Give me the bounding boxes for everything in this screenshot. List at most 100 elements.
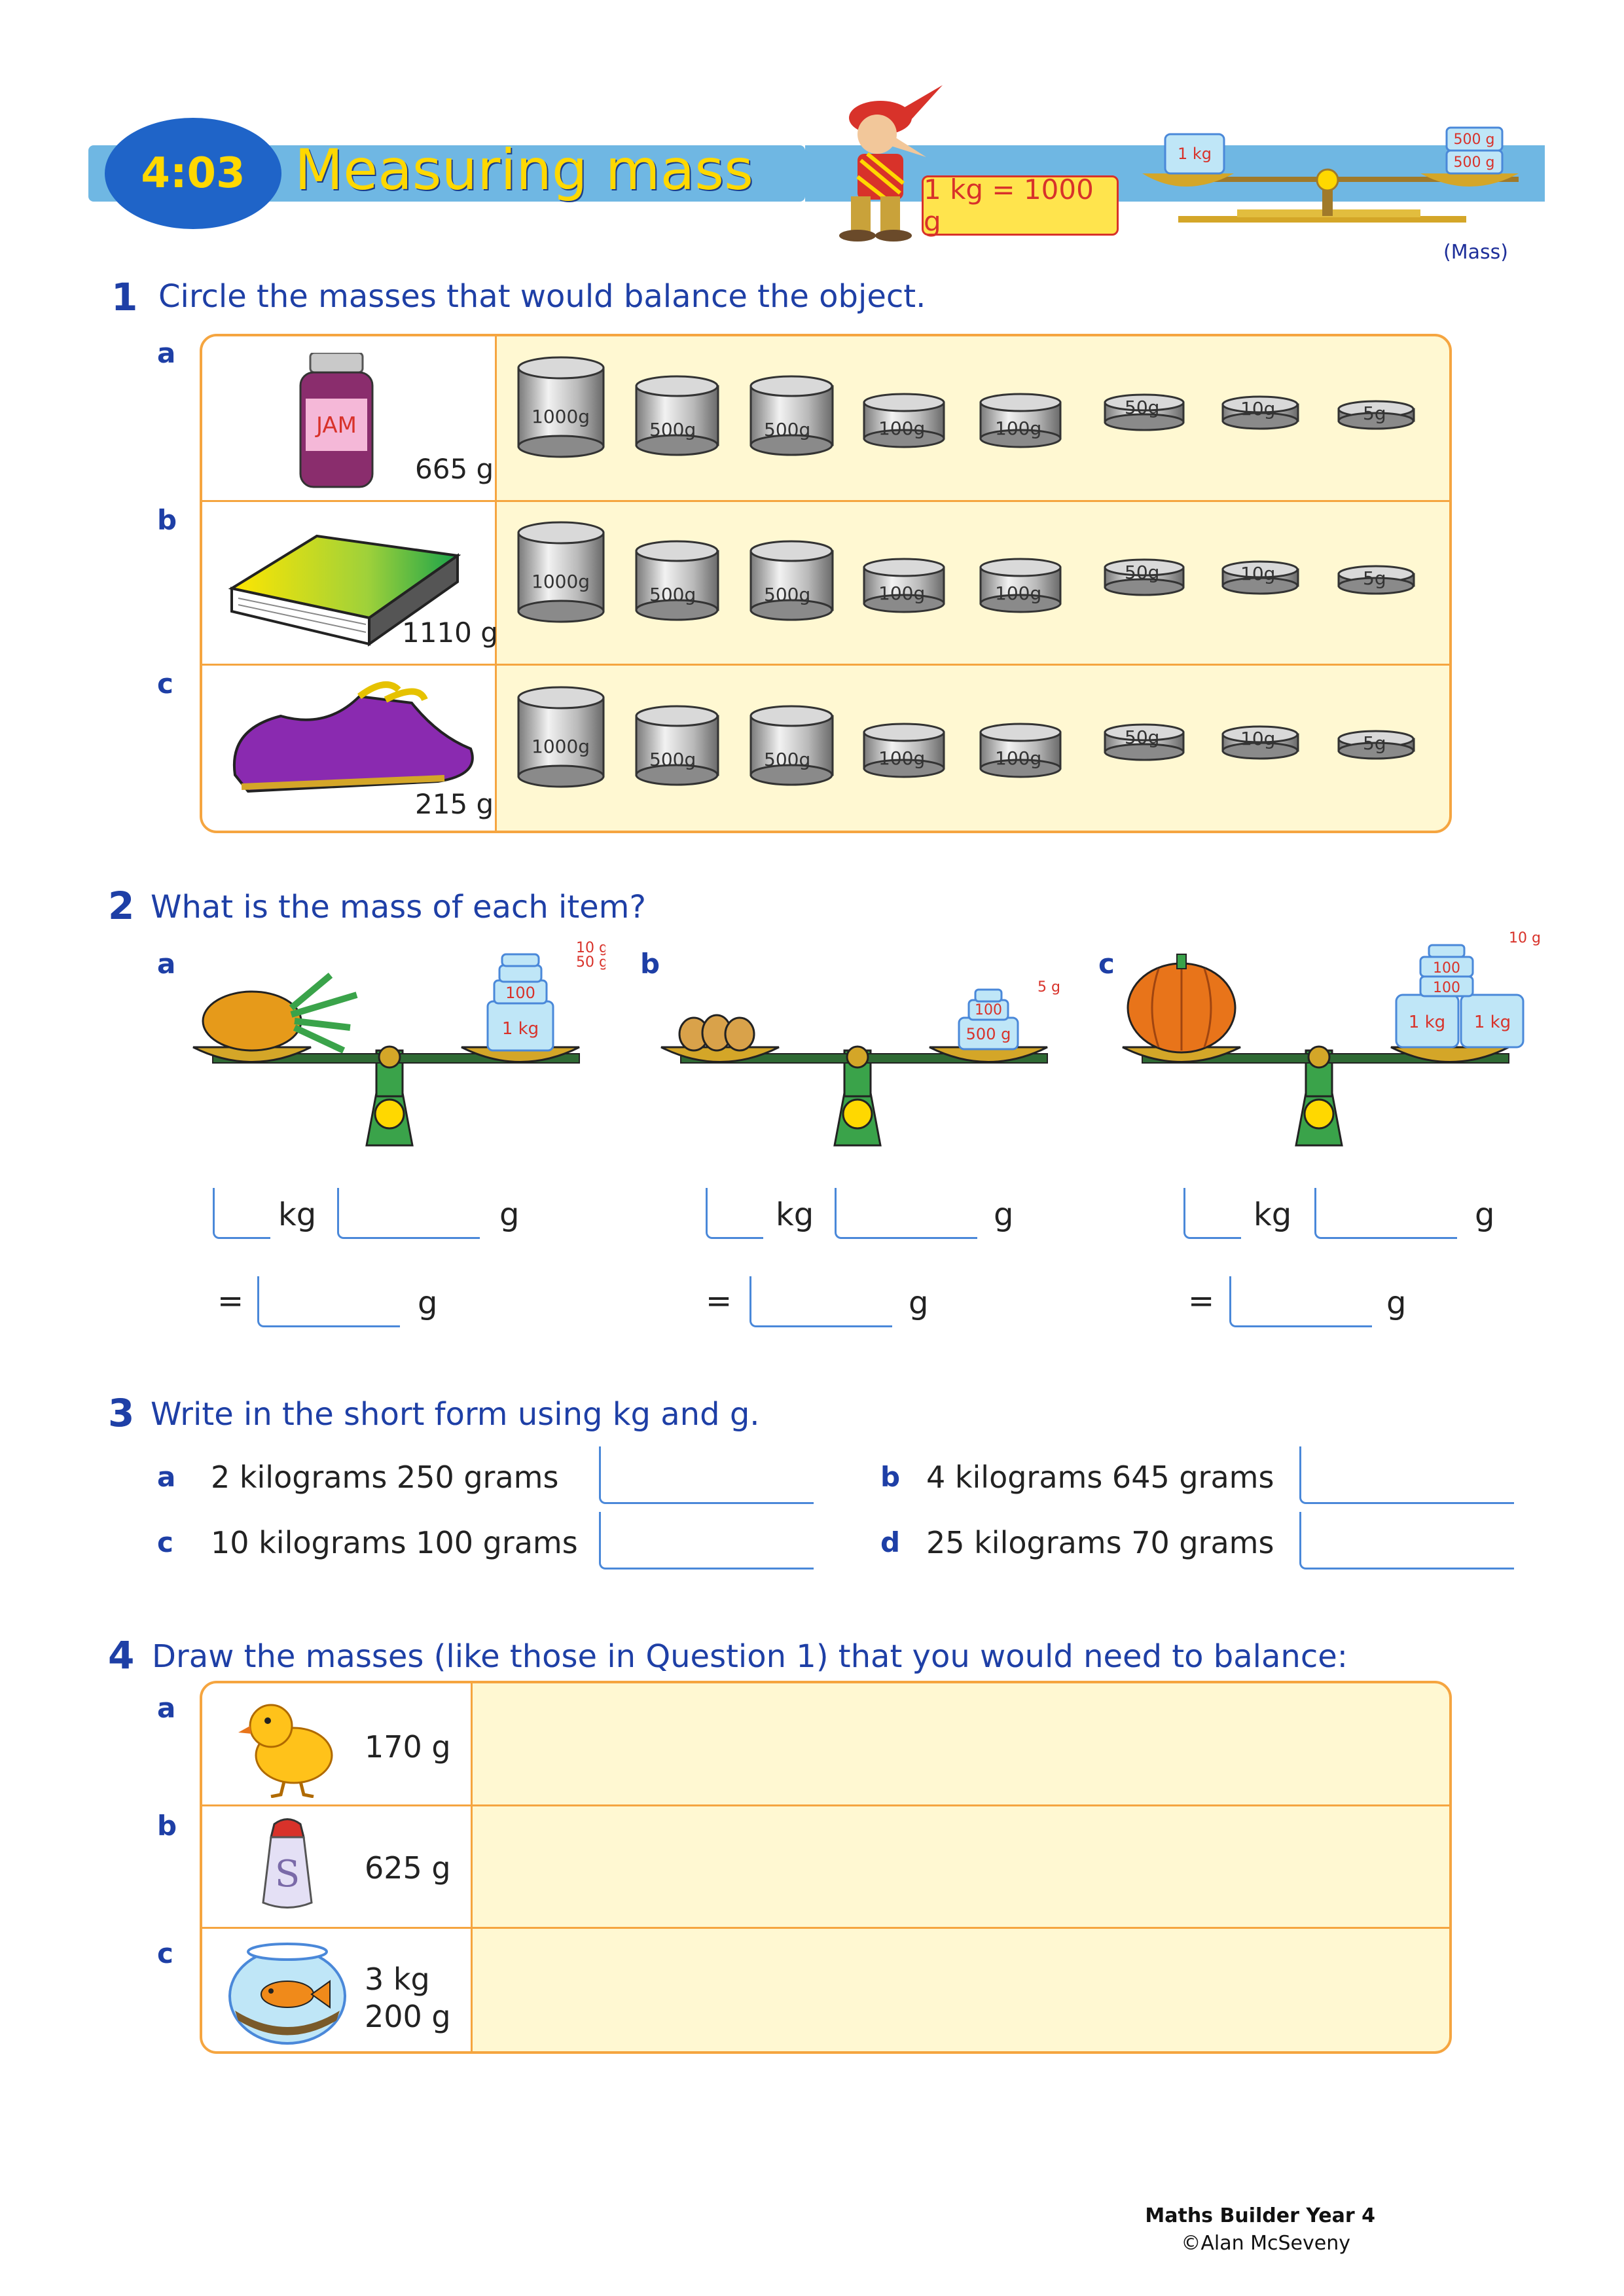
row-letter: c (157, 668, 173, 700)
object-mass: 170 g (365, 1729, 451, 1765)
question-instruction: What is the mass of each item? (151, 889, 646, 925)
weight-500g[interactable]: 500g (764, 749, 811, 770)
footer-book-title: Maths Builder Year 4 (1145, 2204, 1375, 2227)
item-letter: d (880, 1526, 901, 1558)
drawing-area-b[interactable] (472, 1806, 1449, 1927)
unit-kg: kg (278, 1196, 317, 1233)
weight-10g[interactable]: 10g (1240, 728, 1276, 749)
unit-g: g (1386, 1285, 1407, 1321)
weight-50g[interactable]: 50g (1125, 726, 1160, 748)
object-mass-g: 200 g (365, 1999, 451, 2034)
weight-1000g[interactable]: 1000g (532, 571, 590, 592)
weight-100g[interactable]: 100g (878, 418, 926, 439)
divider (202, 664, 1449, 666)
scale-c-illustration: 100 100 1 kg 1 kg 10 g (1122, 930, 1541, 1147)
weight-500g[interactable]: 500g (649, 749, 696, 770)
scale-weight-label: 500 g (1454, 154, 1495, 171)
weight-500g[interactable]: 500g (649, 584, 696, 605)
scale-weight-label: 500 g (1454, 132, 1495, 148)
weight-50g[interactable]: 50g (1125, 562, 1160, 583)
weight-100g[interactable]: 100g (878, 583, 926, 604)
drawing-area-a[interactable] (472, 1683, 1449, 1804)
answer-total-b[interactable] (749, 1276, 892, 1327)
q4-panel: 170 g S 625 g 3 kg 200 g (200, 1681, 1452, 2054)
answer-field-a[interactable] (599, 1446, 814, 1504)
lesson-number: 4:03 (105, 118, 281, 229)
stack-weight-label: 100 (1433, 980, 1460, 996)
page-title: Measuring mass (295, 137, 753, 203)
question-instruction: Draw the masses (like those in Question … (152, 1638, 1348, 1675)
question-instruction: Circle the masses that would balance the… (158, 278, 926, 315)
answer-field-c[interactable] (599, 1512, 814, 1570)
topic-tag: (Mass) (1443, 241, 1508, 264)
stack-weight-label: 1 kg (1409, 1013, 1445, 1032)
equals-sign: = (217, 1283, 244, 1319)
divider (471, 1683, 473, 2051)
weight-100g[interactable]: 100g (995, 418, 1042, 439)
answer-g-a[interactable] (337, 1188, 480, 1239)
weight-10g[interactable]: 10g (1240, 398, 1276, 420)
weight-500g[interactable]: 500g (649, 419, 696, 440)
object-mass-kg: 3 kg (365, 1962, 430, 1997)
question-instruction: Write in the short form using kg and g. (151, 1396, 760, 1433)
answer-total-a[interactable] (257, 1276, 400, 1327)
item-letter: a (157, 1461, 176, 1493)
weight-500g[interactable]: 500g (764, 419, 811, 440)
divider (495, 336, 497, 831)
weight-100g[interactable]: 100g (878, 747, 926, 769)
book-illustration (228, 534, 461, 647)
divider (202, 1804, 1449, 1806)
drawing-area-c[interactable] (472, 1929, 1449, 2051)
unit-g: g (499, 1196, 520, 1233)
fishbowl-illustration (228, 1943, 346, 2045)
tag-label: 10 g (576, 940, 605, 956)
row-letter: b (157, 1810, 177, 1842)
answer-total-c[interactable] (1229, 1276, 1372, 1327)
object-mass: 625 g (365, 1850, 451, 1886)
weight-1000g[interactable]: 1000g (532, 406, 590, 427)
weight-10g[interactable]: 10g (1240, 563, 1276, 584)
row-letter: b (157, 504, 177, 536)
answer-field-b[interactable] (1299, 1446, 1514, 1504)
shoe-illustration (232, 681, 474, 793)
answer-g-b[interactable] (835, 1188, 977, 1239)
weight-5g[interactable]: 5g (1363, 567, 1386, 589)
tag-label: 5 g (1038, 979, 1060, 996)
answer-kg-c[interactable] (1183, 1188, 1241, 1239)
weight-set (517, 356, 1415, 458)
object-mass: 215 g (415, 788, 494, 820)
answer-field-d[interactable] (1299, 1512, 1514, 1570)
tag-label: 50 g (576, 954, 605, 971)
answer-kg-b[interactable] (706, 1188, 763, 1239)
object-mass: 665 g (415, 453, 494, 485)
stack-weight-label: 500 g (966, 1025, 1011, 1043)
weight-50g[interactable]: 50g (1125, 397, 1160, 418)
weight-5g[interactable]: 5g (1363, 403, 1386, 424)
answer-g-c[interactable] (1314, 1188, 1457, 1239)
row-letter: a (157, 1692, 176, 1724)
weight-100g[interactable]: 100g (995, 583, 1042, 604)
item-text: 10 kilograms 100 grams (211, 1525, 578, 1560)
weight-1000g[interactable]: 1000g (532, 736, 590, 757)
scale-a-illustration: 100 1 kg 10 g 50 g (192, 940, 605, 1147)
cartoon-character-illustration (839, 85, 943, 242)
weight-500g[interactable]: 500g (764, 584, 811, 605)
weight-5g[interactable]: 5g (1363, 732, 1386, 754)
item-text: 2 kilograms 250 grams (211, 1460, 559, 1495)
scale-weight-label: 1 kg (1178, 145, 1212, 163)
unit-kg: kg (776, 1196, 814, 1233)
salt-shaker-illustration: S (262, 1818, 313, 1909)
row-letter: a (157, 337, 176, 369)
answer-kg-a[interactable] (213, 1188, 270, 1239)
question-number: 3 (108, 1391, 135, 1435)
item-letter: c (1098, 948, 1115, 980)
scale-b-illustration: 100 500 g 5 g (660, 979, 1060, 1147)
weight-100g[interactable]: 100g (995, 747, 1042, 769)
item-letter: b (640, 948, 660, 980)
header-balance-scale: 1 kg 500 g 500 g (1142, 126, 1519, 223)
tag-label: 10 g (1509, 930, 1541, 946)
unit-g: g (994, 1196, 1014, 1233)
unit-g: g (1475, 1196, 1495, 1233)
item-letter: b (880, 1461, 901, 1493)
row-letter: c (157, 1937, 173, 1969)
